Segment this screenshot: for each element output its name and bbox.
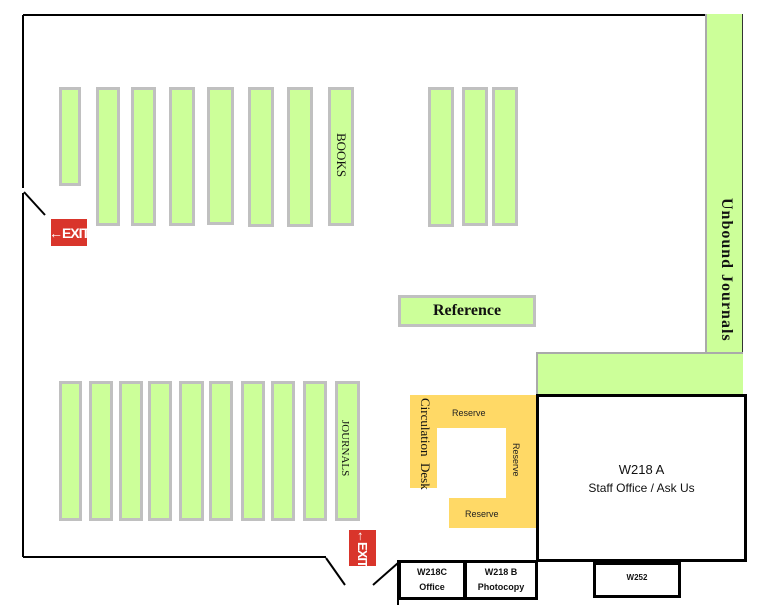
reserve-right-label: Reserve — [511, 443, 521, 477]
shelf — [89, 381, 113, 521]
reserve-top-label: Reserve — [452, 408, 486, 418]
room-w218c-number: W218C — [416, 567, 447, 577]
reserve-bottom-desk — [449, 498, 537, 528]
journals-label: JOURNALS — [339, 420, 351, 477]
door-bottom-left — [325, 557, 346, 586]
door-bottom-right — [372, 562, 399, 586]
shelf — [148, 381, 172, 521]
shelf — [241, 381, 265, 521]
circulation-desk-label: Circulation Desk — [418, 398, 433, 490]
shelf — [169, 87, 195, 226]
shelf — [492, 87, 518, 226]
shelf — [59, 87, 81, 186]
room-w218c-name: Office — [419, 582, 445, 592]
exit-sign-left: ←EXIT — [48, 219, 90, 246]
shelf — [303, 381, 327, 521]
reserve-bottom-label: Reserve — [465, 509, 499, 519]
shelf — [209, 381, 233, 521]
shelf — [207, 87, 234, 225]
exit-sign-bottom: ←EXIT — [349, 530, 376, 566]
room-w218a-name: Staff Office / Ask Us — [588, 480, 695, 495]
shelf — [271, 381, 295, 521]
shelf — [96, 87, 120, 226]
unbound-journals-strip-vertical — [705, 14, 743, 394]
books-label: BOOKS — [334, 133, 349, 178]
reference-label: Reference — [432, 302, 502, 319]
shelf — [462, 87, 488, 226]
exit-bottom-label: ←EXIT — [355, 529, 370, 567]
shelf — [179, 381, 204, 521]
shelf-journals — [335, 381, 360, 521]
shelf — [119, 381, 143, 521]
room-w252-number: W252 — [626, 572, 648, 582]
shelf-books — [328, 87, 354, 226]
unbound-journals-label: Unbound Journals — [718, 198, 735, 342]
room-w218b-number: W218 B — [484, 567, 518, 577]
room-w218b[interactable]: W218 B Photocopy — [464, 560, 538, 600]
unbound-journals-fill — [538, 354, 721, 394]
shelf — [287, 87, 313, 227]
shelf — [59, 381, 82, 521]
shelf — [428, 87, 454, 227]
room-w218c[interactable]: W218C Office — [398, 560, 466, 600]
shelf — [248, 87, 274, 227]
room-w218a[interactable]: W218 A Staff Office / Ask Us — [536, 394, 747, 562]
reference-shelf: Reference — [398, 295, 536, 327]
exit-left-label: ←EXIT — [48, 224, 90, 241]
room-w218a-number: W218 A — [618, 461, 665, 477]
room-w218b-name: Photocopy — [477, 582, 525, 592]
shelf — [131, 87, 156, 226]
door-left — [23, 191, 46, 216]
room-w252[interactable]: W252 — [593, 562, 681, 598]
